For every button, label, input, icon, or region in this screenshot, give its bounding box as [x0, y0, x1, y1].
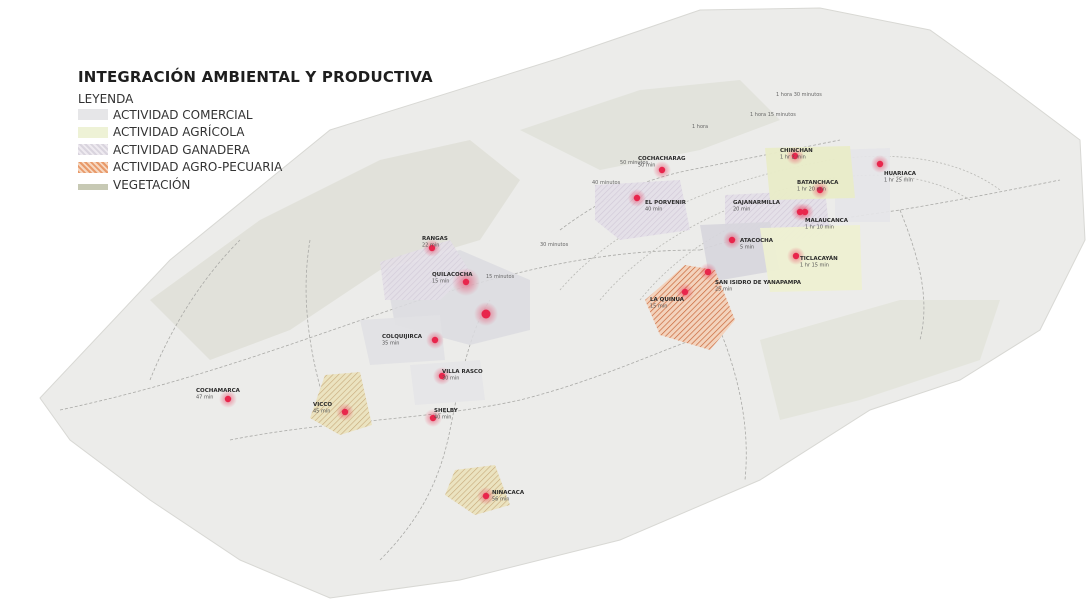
place-travel-time: 20 min: [733, 207, 750, 213]
place-marker[interactable]: [791, 152, 799, 160]
place-travel-time: 40 min: [434, 415, 451, 421]
place-travel-time: 47 min: [196, 395, 213, 401]
place-name: COLQUIJIRCA: [382, 334, 423, 340]
legend-label: ACTIVIDAD AGRO-PECUARIA: [113, 160, 283, 175]
place-travel-time: 1 hr 2 min: [780, 155, 806, 161]
place-travel-time: 45 min: [313, 409, 330, 415]
place-marker[interactable]: [428, 244, 436, 252]
legend-swatch: [78, 144, 108, 156]
place-marker[interactable]: [482, 492, 490, 500]
legend-item-comercial: ACTIVIDAD COMERCIAL: [78, 106, 433, 124]
legend-item-vegetacion: VEGETACIÓN: [78, 176, 433, 194]
isochrone-label: 15 minutos: [486, 274, 515, 280]
vegetation-patch: [760, 300, 1000, 420]
zone-agricola: [760, 225, 862, 292]
place-travel-time: 50 min: [638, 163, 655, 169]
legend-label: ACTIVIDAD AGRÍCOLA: [113, 125, 245, 140]
place-marker[interactable]: [704, 268, 712, 276]
legend-label: ACTIVIDAD COMERCIAL: [113, 107, 253, 122]
place-name: HUARIACA: [884, 171, 917, 177]
place-travel-time: 5 min: [740, 245, 754, 251]
isochrone-label: 1 hora 15 minutos: [750, 112, 796, 118]
place-name: QUILACOCHA: [432, 272, 473, 278]
place-name: TICLACAYÁN: [800, 255, 838, 262]
place-marker[interactable]: [462, 278, 470, 286]
place-travel-time: 1 hr 20 min: [797, 187, 826, 193]
isochrone-label: 1 hora: [692, 124, 708, 130]
place-name: VILLA RASCO: [442, 369, 483, 375]
place-travel-time: 1 hr 25 min: [884, 178, 913, 184]
vegetation-patch: [520, 80, 780, 170]
place-travel-time: 25 min: [715, 287, 732, 293]
place-name: EL PORVENIR: [645, 200, 687, 206]
place-name: COCHACHARAG: [638, 156, 686, 162]
place-name: GAJANARMILLA: [733, 200, 781, 206]
place-travel-time: 35 min: [382, 341, 399, 347]
vegetation-patch: [150, 140, 520, 360]
place-travel-time: 30 min: [442, 376, 459, 382]
legend-swatch: [78, 109, 108, 121]
place-travel-time: 1 hr 10 min: [805, 225, 834, 231]
zone-comercial: [360, 315, 445, 365]
place-name: BATANCHACA: [797, 180, 839, 186]
zone-agro-pecuaria: [310, 372, 372, 435]
place-marker[interactable]: [481, 309, 491, 319]
legend-label: ACTIVIDAD GANADERA: [113, 142, 250, 157]
zone-comercial: [700, 222, 780, 282]
place-marker[interactable]: [728, 236, 736, 244]
place-marker[interactable]: [341, 408, 349, 416]
place-travel-time: 1 hr 15 min: [800, 263, 829, 269]
place-name: NINACACA: [492, 490, 525, 496]
place-marker[interactable]: [681, 288, 689, 296]
legend-title: INTEGRACIÓN AMBIENTAL Y PRODUCTIVA: [78, 68, 433, 86]
legend-item-agro-pecuaria: ACTIVIDAD AGRO-PECUARIA: [78, 159, 433, 177]
place-name: VICCO: [313, 402, 332, 408]
place-name: CHINCHAN: [780, 148, 813, 154]
legend-label: VEGETACIÓN: [113, 177, 191, 192]
place-travel-time: 15 min: [650, 304, 667, 310]
place-name: MALAUCANCA: [805, 218, 849, 224]
legend-swatch: [78, 126, 108, 138]
place-travel-time: 22 min: [422, 243, 439, 249]
place-name: RANGAS: [422, 236, 448, 242]
place-name: SHELBY: [434, 408, 459, 414]
legend-item-agricola: ACTIVIDAD AGRÍCOLA: [78, 124, 433, 142]
place-travel-time: 15 min: [432, 279, 449, 285]
place-marker[interactable]: [431, 336, 439, 344]
zone-agro-pecuaria: [445, 465, 510, 515]
place-marker[interactable]: [658, 166, 666, 174]
legend-item-ganadera: ACTIVIDAD GANADERA: [78, 141, 433, 159]
legend: INTEGRACIÓN AMBIENTAL Y PRODUCTIVA LEYEN…: [78, 68, 433, 194]
place-marker[interactable]: [816, 186, 824, 194]
place-name: LA QUINUA: [650, 297, 685, 303]
place-travel-time: 40 min: [645, 207, 662, 213]
zone-ganadera: [380, 240, 470, 300]
place-marker[interactable]: [801, 208, 809, 216]
legend-swatch: [78, 184, 108, 191]
isochrone-label: 40 minutos: [592, 180, 621, 186]
place-name: COCHAMARCA: [196, 388, 241, 394]
isochrone-label: 1 hora 30 minutos: [776, 92, 822, 98]
place-marker[interactable]: [224, 395, 232, 403]
legend-subtitle: LEYENDA: [78, 92, 134, 106]
place-name: ATACOCHA: [740, 238, 774, 244]
isochrone-label: 30 minutos: [540, 242, 569, 248]
place-marker[interactable]: [876, 160, 884, 168]
place-marker[interactable]: [429, 414, 437, 422]
legend-swatch: [78, 161, 108, 173]
place-name: SAN ISIDRO DE YANAPAMPA: [715, 280, 802, 286]
place-marker[interactable]: [633, 194, 641, 202]
isochrone-label: 50 minutos: [620, 160, 649, 166]
zone-ganadera: [595, 180, 690, 240]
place-travel-time: 56 min: [492, 497, 509, 503]
place-marker[interactable]: [438, 372, 446, 380]
place-marker[interactable]: [792, 252, 800, 260]
zone-agro-pecuaria: [645, 265, 735, 350]
